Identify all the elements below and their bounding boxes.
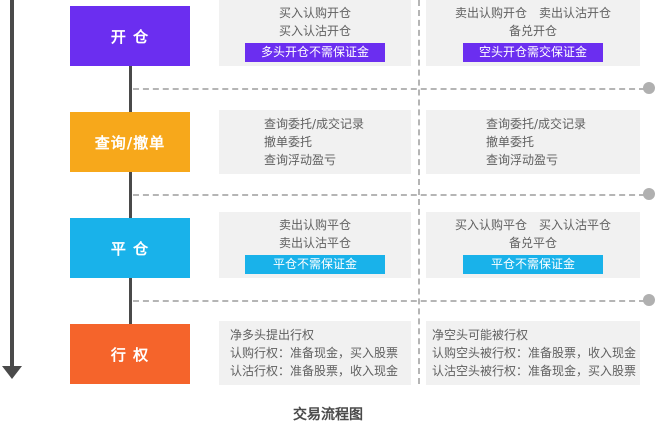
diagram-caption: 交易流程图: [293, 407, 363, 423]
panel-line: 买入认购开仓: [278, 6, 351, 20]
stage-open-label: 开 仓: [110, 27, 150, 46]
stage-exercise-label: 行 权: [110, 345, 150, 364]
panel-line: 查询浮动盈亏: [486, 153, 559, 167]
close-short-panel: 买入认购平仓 买入认沽平仓 备兑平仓 平仓不需保证金: [426, 212, 640, 278]
panel-line: 卖出认购平仓: [278, 218, 351, 232]
stage-exercise-box: 行 权: [70, 324, 190, 384]
flow-arrow-line: [10, 0, 14, 368]
stage-query-label: 查询/撤单: [94, 133, 166, 152]
panel-line: 备兑开仓: [508, 24, 557, 38]
stage-close-label: 平 仓: [110, 239, 150, 258]
separator-dot: [643, 82, 655, 94]
panel-line: 买入认购平仓 买入认沽平仓: [454, 218, 611, 232]
panel-line: 查询委托/成交记录: [264, 117, 365, 131]
open-short-panel: 卖出认购开仓 卖出认沽开仓 备兑开仓 空头开仓需交保证金: [426, 0, 640, 66]
panel-line: 认购行权：准备现金，买入股票: [230, 346, 399, 360]
panel-line: 买入认沽开仓: [278, 24, 351, 38]
flow-arrow-head: [2, 366, 22, 379]
close-short-tag: 平仓不需保证金: [463, 255, 603, 274]
panel-line: 撤单委托: [486, 135, 535, 149]
open-long-tag: 多头开仓不需保证金: [245, 43, 385, 62]
panel-line: 卖出认购开仓 卖出认沽开仓: [454, 6, 611, 20]
panel-line: 卖出认沽平仓: [278, 236, 351, 250]
panel-line: 认沽行权：准备股票，收入现金: [230, 364, 399, 378]
query-short-panel: 查询委托/成交记录 撤单委托 查询浮动盈亏: [426, 110, 640, 174]
panel-line: 认沽空头被行权：准备现金，买入股票: [432, 364, 637, 378]
open-short-tag: 空头开仓需交保证金: [463, 43, 603, 62]
stage-close-box: 平 仓: [70, 218, 190, 278]
panel-line: 备兑平仓: [508, 236, 557, 250]
stage-connector: [129, 172, 132, 218]
separator-dot: [643, 188, 655, 200]
panel-line: 查询浮动盈亏: [264, 153, 337, 167]
exercise-long-panel: 净多头提出行权 认购行权：准备现金，买入股票 认沽行权：准备股票，收入现金: [219, 321, 411, 385]
close-long-tag: 平仓不需保证金: [245, 255, 385, 274]
stage-open-box: 开 仓: [70, 6, 190, 66]
separator-dot: [643, 294, 655, 306]
panel-line: 撤单委托: [264, 135, 313, 149]
row-separator: [133, 300, 645, 302]
panel-line: 净空头可能被行权: [432, 328, 529, 342]
close-long-panel: 卖出认购平仓 卖出认沽平仓 平仓不需保证金: [219, 212, 411, 278]
row-separator: [133, 88, 645, 90]
panel-line: 查询委托/成交记录: [486, 117, 587, 131]
stage-query-box: 查询/撤单: [70, 112, 190, 172]
stage-connector: [129, 278, 132, 324]
column-divider: [418, 0, 420, 384]
panel-line: 净多头提出行权: [230, 328, 315, 342]
open-long-panel: 买入认购开仓 买入认沽开仓 多头开仓不需保证金: [219, 0, 411, 66]
stage-connector: [129, 66, 132, 112]
exercise-short-panel: 净空头可能被行权 认购空头被行权：准备股票，收入现金 认沽空头被行权：准备现金，…: [426, 321, 640, 385]
query-long-panel: 查询委托/成交记录 撤单委托 查询浮动盈亏: [219, 110, 411, 174]
row-separator: [133, 194, 645, 196]
panel-line: 认购空头被行权：准备股票，收入现金: [432, 346, 637, 360]
